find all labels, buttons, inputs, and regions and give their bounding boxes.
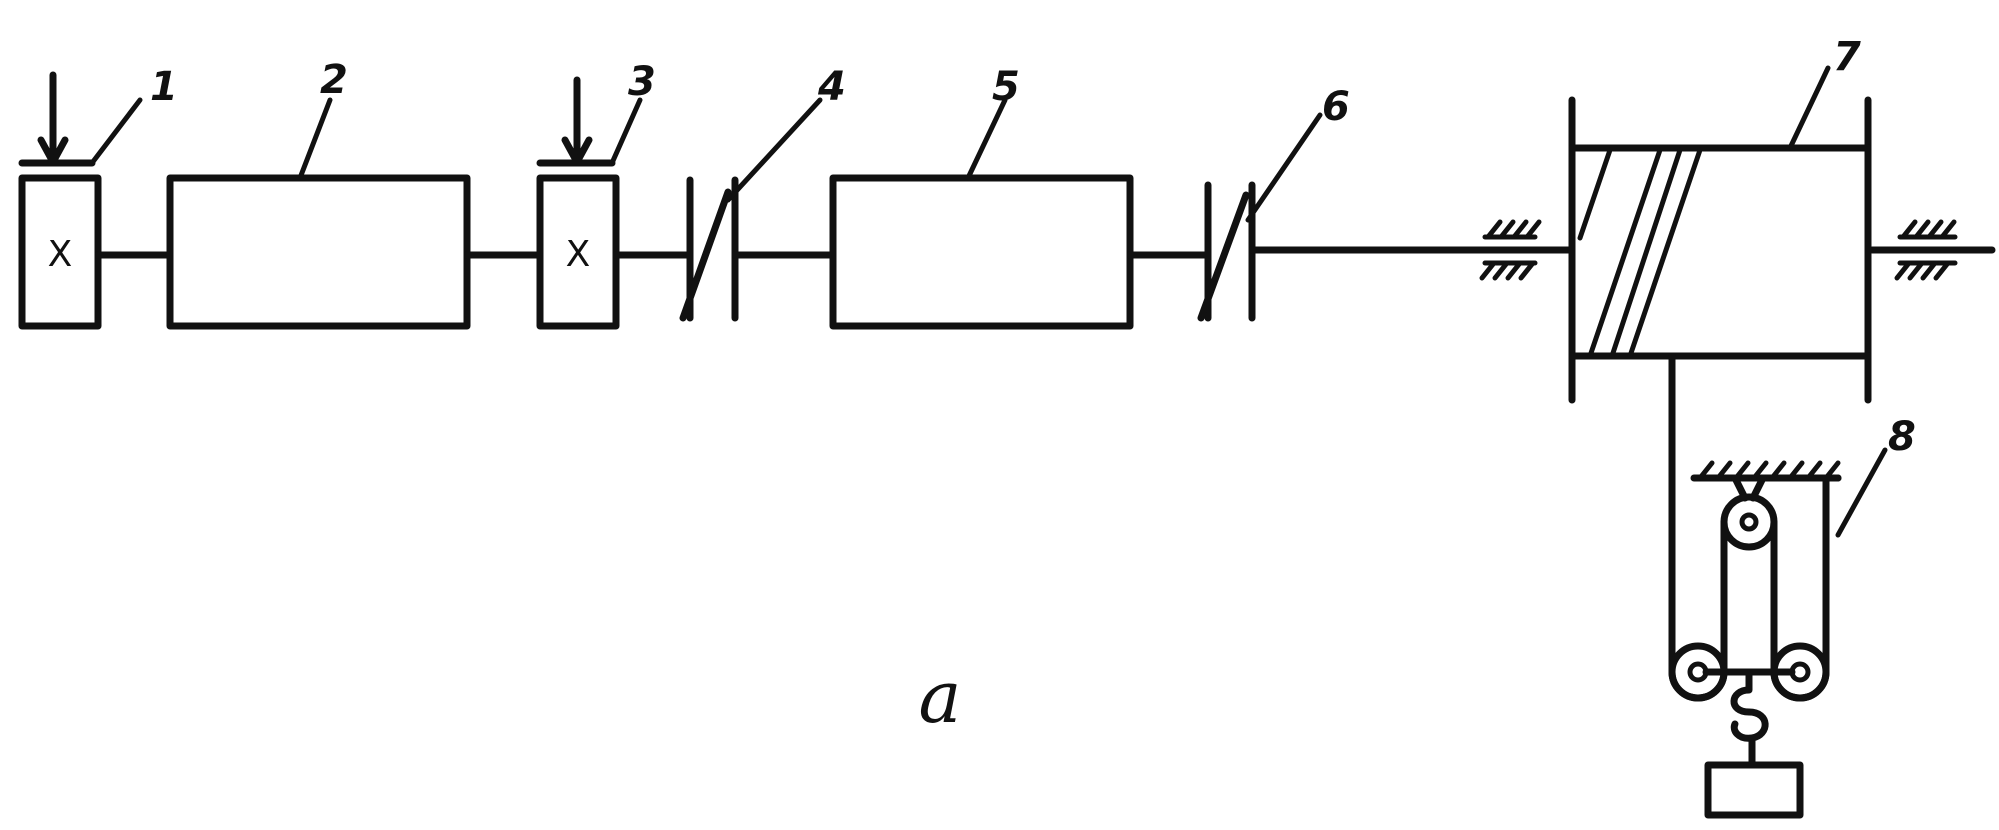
leader-3 [609,97,643,166]
callout-6: 6 [1322,84,1350,130]
crane-hook [1730,668,1769,742]
brake-3: X [536,76,620,330]
bearing-left [1479,219,1542,281]
callout-8: 8 [1888,414,1916,460]
coupling-4 [679,176,739,322]
leader-8 [1835,447,1888,538]
brake-mark-3: X [566,234,591,275]
ceiling-hatch [1697,460,1841,481]
pulley-block-8 [1668,352,1842,819]
leader-1 [89,97,143,166]
brake-mark-1: X [48,234,73,275]
bearing-right [1894,219,1958,281]
rope-winding [1577,147,1613,241]
figure-caption: a [919,655,962,739]
callout-5: 5 [992,64,1020,110]
rope-right-anchor [1822,474,1842,676]
load-weight [1704,761,1804,819]
leader-7 [1787,65,1831,151]
gearbox-5 [829,174,1134,330]
callout-3: 3 [628,59,656,105]
coupling-6-slash [1197,191,1250,322]
leader-6 [1245,112,1323,223]
leader-5 [965,97,1008,181]
leader-2 [297,97,333,181]
top-pulley [1720,493,1778,551]
callout-4: 4 [817,64,846,110]
callout-1: 1 [150,64,178,110]
coupling-6 [1197,181,1256,322]
drum-7 [1568,96,1872,404]
coupling-4-slash [679,188,732,322]
leader-4 [725,97,823,203]
callout-7: 7 [1833,34,1861,80]
callout-2: 2 [320,57,348,103]
motor-2 [166,174,471,330]
brake-1: X [18,71,102,330]
